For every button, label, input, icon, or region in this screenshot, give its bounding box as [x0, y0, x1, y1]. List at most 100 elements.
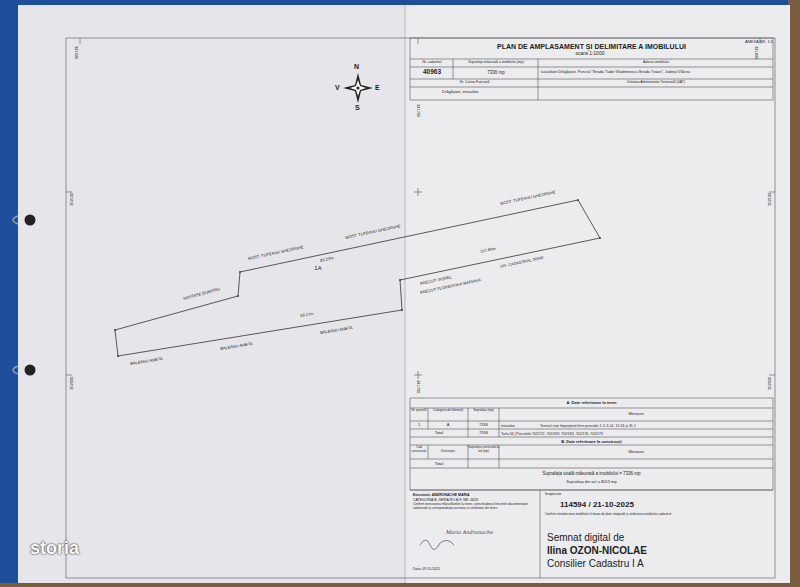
table-header: Suprafața măsurată a imobilului (mp) [454, 61, 538, 65]
neighbor-name: MOST. TUFEANU GHEORGHE [345, 224, 401, 240]
executant-text: Confirm executarea măsurătorilor la tere… [413, 503, 535, 510]
plan-line [410, 59, 773, 60]
table-cell: A [428, 423, 468, 428]
grid-coordinate: 341800 [753, 46, 758, 59]
plan-title: PLAN DE AMPLASAMENT ȘI DELIMITARE A IMOB… [420, 43, 763, 51]
plan-line [404, 5, 406, 583]
table-header: Unitatea Administrativ Teritorială (UAT) [539, 81, 773, 85]
neighbor-name: MOST. TUFEANU GHEORGHE [248, 245, 304, 261]
plan-line [428, 445, 429, 459]
boundary-point [237, 295, 239, 297]
table-header: Cod construcție [410, 446, 428, 453]
plan-line [66, 38, 775, 379]
boundary-point [239, 271, 241, 273]
plan-line [410, 79, 773, 80]
plan-line [410, 459, 773, 460]
executant-text: CATEGORIA B, SERIA RO-B-F, NR. 0626 [413, 498, 538, 502]
plan-line [410, 437, 773, 438]
plan-line [357, 87, 360, 90]
plan-line [343, 73, 373, 103]
table-header: Destinație [428, 450, 468, 454]
plan-line [410, 67, 773, 68]
boundary-point [401, 309, 403, 311]
inspector-text: Confirm introducerea imobilului în baza … [545, 513, 745, 517]
plan-line [18, 5, 405, 583]
table-cell: Total [410, 431, 468, 436]
plan-line [410, 429, 773, 430]
table-cell: 7336 mp [454, 70, 538, 75]
plan-line [66, 38, 775, 578]
plan-line [410, 398, 773, 490]
plan-line [538, 59, 539, 100]
plan-line [410, 87, 773, 88]
grid-coordinate: 341700 [415, 104, 420, 117]
plan-line [25, 215, 36, 226]
grid-coordinate: 341700 [415, 380, 420, 393]
boundary-point [599, 237, 601, 239]
plan-line [410, 421, 773, 422]
plan-line [13, 216, 18, 374]
plan-line [468, 408, 469, 437]
dimension-label: 107.80m [480, 247, 496, 255]
grid-coordinate: 341600 [73, 46, 78, 59]
table-cell: intravilan [501, 424, 539, 428]
grid-coordinate: 302000 [768, 377, 773, 390]
annex-note: ANEXA NR. 1.6 [745, 40, 773, 45]
area-act: Suprafața din act = 8013 mp [410, 480, 773, 485]
parcel-outline: 1A [112, 196, 604, 362]
dimension-label: 58.17m [300, 312, 314, 319]
digital-signature: Consilier Cadastru I A [547, 558, 747, 570]
neighbor-name: BALEANU ANETA [320, 326, 353, 336]
inspector-text: Inspector [545, 492, 605, 497]
parcel-number: 1A [314, 265, 321, 272]
grid-coordinate: 302100 [768, 193, 773, 206]
parcel-shape [112, 196, 604, 362]
table-header: Mențiuni [499, 450, 773, 455]
plan-line [428, 408, 429, 429]
compass-letter: E [375, 84, 380, 92]
plan-line [0, 583, 800, 587]
boundary-point [399, 279, 401, 281]
receipt-number: 114594 / 21-10-2025 [560, 500, 700, 509]
plan-line [66, 38, 775, 578]
boundary-point [117, 355, 119, 357]
plan-line [350, 80, 366, 96]
table-heading: B. Date referitoare la construcții [410, 440, 773, 445]
plan-line [410, 490, 773, 491]
table-cell: 7336 [468, 423, 499, 428]
compass-letter: V [335, 84, 340, 92]
plan-line [343, 73, 373, 103]
table-cell: Drăgășani, intravilan [442, 90, 537, 95]
table-cell: 1 [410, 423, 428, 428]
plan-line [18, 5, 790, 583]
compass-letter: N [354, 63, 359, 71]
plan-line [410, 445, 773, 446]
digital-signature: Semnat digital de [547, 532, 747, 544]
executant-text: Executant: ANDRONACHE MARIA [413, 493, 538, 497]
table-header: Nr. parcelă [410, 409, 428, 413]
plan-line [453, 59, 454, 79]
table-header: Mențiuni [499, 412, 773, 417]
parcel-boundary [115, 200, 600, 356]
table-cell: Tarla 34 | Parcelele 702/172, 702/169, 7… [501, 432, 771, 436]
table-header: Suprafața (mp) [468, 409, 499, 413]
table-header: Nr. Cartea Funciară [411, 81, 538, 85]
neighbor-name: NASTASE DUMITRU [183, 287, 221, 301]
plan-line [25, 365, 36, 376]
boundary-point [114, 329, 116, 331]
grid-coordinate: 302100 [70, 193, 75, 206]
boundary-point [577, 199, 579, 201]
cadastral-number: 40963 [411, 68, 453, 75]
plan-line [410, 468, 773, 469]
plan-line [410, 408, 773, 409]
table-cell: Total [410, 462, 468, 467]
digital-signature: Ilina OZON-NICOLAE [547, 545, 747, 557]
table-cell: Localitate Drăgășani, Punctul "Strada Tu… [541, 70, 773, 74]
table-header: Categoria de folosință [428, 409, 468, 413]
dimension-label: 83.23m [320, 256, 334, 263]
table-cell: Terenul este împrejmuit între punctele 1… [540, 424, 770, 428]
table-header: Adresa imobilului [539, 61, 773, 65]
